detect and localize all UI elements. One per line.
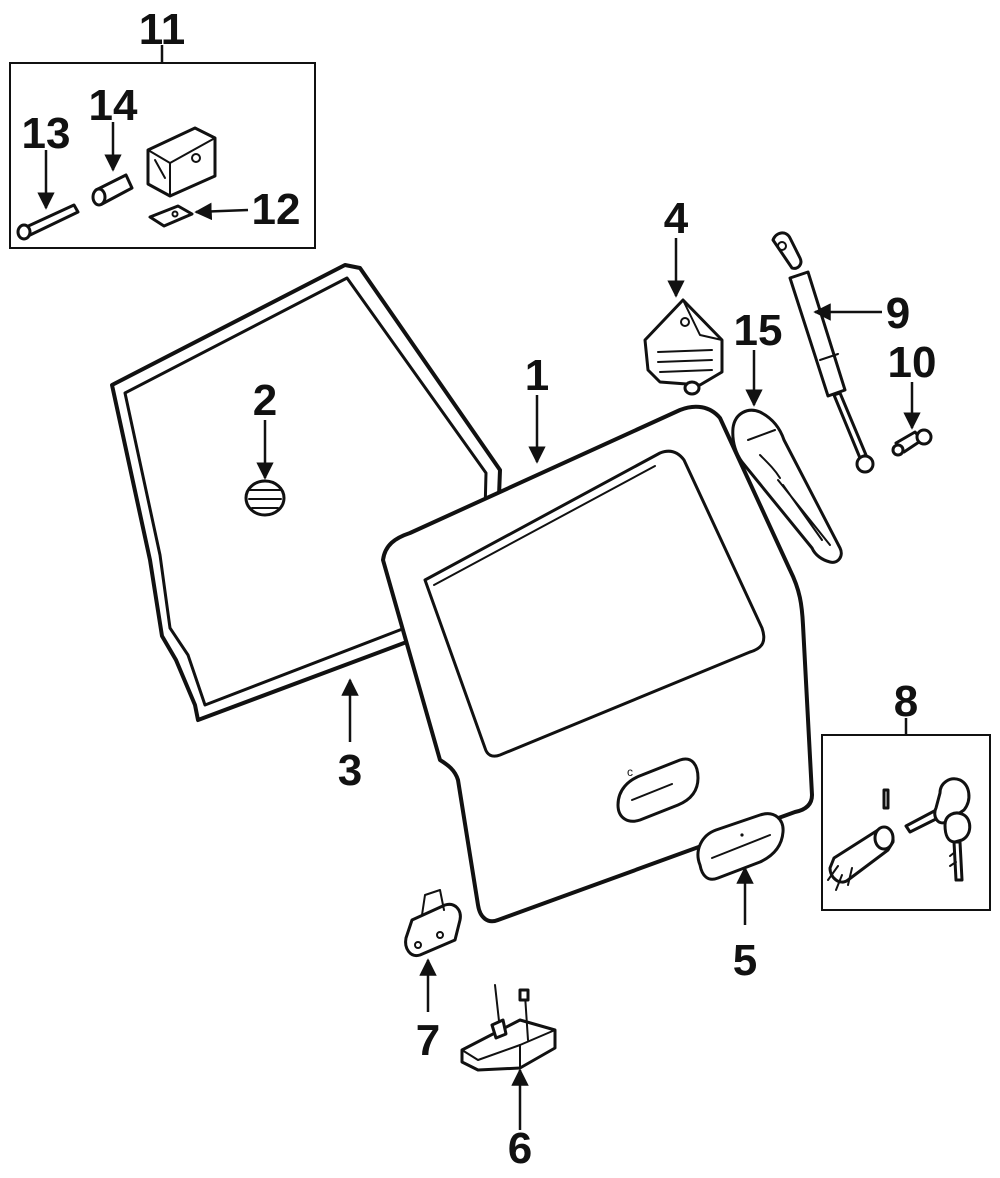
liftgate-hinge [146, 126, 217, 198]
upper-hinge-bracket [643, 298, 724, 396]
callout-14: 14 [89, 81, 138, 130]
liftgate-striker [404, 889, 462, 958]
strut-ball-stud [891, 428, 933, 457]
liftgate-latch [460, 984, 557, 1072]
callout-10: 10 [888, 338, 937, 387]
callout-4: 4 [664, 194, 689, 243]
callout-5: 5 [733, 936, 757, 985]
lock-retainer-clip [882, 788, 890, 810]
svg-text:c: c [627, 765, 633, 779]
callout-9: 9 [886, 289, 910, 338]
callout-15: 15 [734, 306, 783, 355]
callout-8: 8 [894, 677, 918, 726]
hinge-kit-group: 11 13 14 12 [9, 5, 316, 249]
lift-support-strut [771, 231, 875, 474]
callout-11: 11 [139, 5, 186, 54]
callout-7: 7 [416, 1016, 440, 1065]
callout-2: 2 [253, 376, 277, 425]
wiper-arm-cover [731, 408, 843, 564]
door-keys [904, 777, 972, 882]
liftgate-bumper [244, 479, 286, 517]
callout-13: 13 [22, 109, 71, 158]
hinge-shim [148, 204, 194, 228]
hinge-pin [16, 203, 80, 241]
callout-12: 12 [252, 185, 301, 234]
liftgate-applique [696, 812, 785, 881]
lock-cylinder-kit-group: 8 [821, 677, 991, 911]
hinge-bushing [91, 173, 134, 207]
liftgate-panel: c [381, 404, 814, 924]
callout-1: 1 [525, 351, 549, 400]
callout-3: 3 [338, 746, 362, 795]
lock-cylinder [827, 825, 895, 891]
callout-6: 6 [508, 1124, 532, 1173]
